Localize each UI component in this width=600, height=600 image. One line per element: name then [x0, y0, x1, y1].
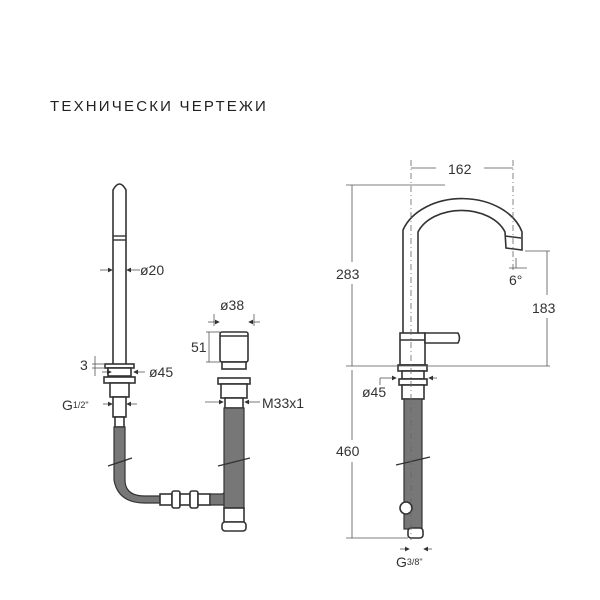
- base-diameter-label: ø45: [362, 384, 386, 400]
- page-title: ТЕХНИЧЕСКИ ЧЕРТЕЖИ: [50, 98, 269, 115]
- thread-label-right: G3/8": [396, 554, 423, 570]
- flange-thickness-label: 3: [80, 357, 88, 373]
- faucet-drawing: 162 283 183 6° ø45 460 G3/8": [336, 160, 556, 570]
- spout-diameter-label: ø20: [140, 262, 164, 278]
- spout-angle-label: 6°: [509, 272, 522, 288]
- outlet-height-label: 183: [532, 300, 556, 316]
- hose-connector: [159, 490, 211, 509]
- hose-length-label: 460: [336, 443, 360, 459]
- reach-label: 162: [448, 161, 472, 177]
- side-spray-drawing: ø20 ø38 51 3 ø45 G1/2" M33x1: [62, 183, 304, 532]
- flange-diameter-label: ø45: [149, 364, 173, 380]
- handle-thread-label: M33x1: [262, 395, 304, 411]
- handle-diameter-label: ø38: [220, 297, 244, 313]
- thread-label: G1/2": [62, 397, 89, 413]
- height-above-deck-label: 283: [336, 266, 360, 282]
- handle-height-label: 51: [191, 339, 207, 355]
